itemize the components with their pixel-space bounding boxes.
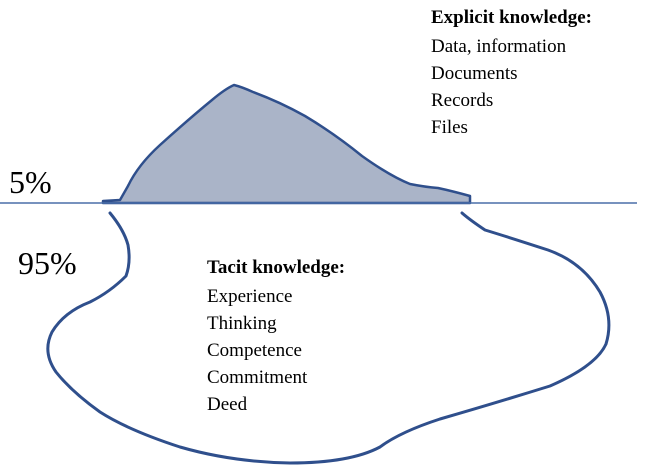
tacit-percent-label: 95% xyxy=(18,245,77,281)
list-item: Documents xyxy=(431,63,518,84)
list-item: Deed xyxy=(207,394,248,415)
explicit-percent-label: 5% xyxy=(9,164,52,200)
explicit-knowledge-heading: Explicit knowledge: xyxy=(431,7,592,28)
tacit-knowledge-heading: Tacit knowledge: xyxy=(207,257,346,278)
list-item: Data, information xyxy=(431,36,567,57)
list-item: Thinking xyxy=(207,313,277,334)
list-item: Files xyxy=(431,117,468,138)
list-item: Commitment xyxy=(207,367,308,388)
explicit-knowledge-list: Data, information Documents Records File… xyxy=(431,33,566,141)
list-item: Competence xyxy=(207,340,302,361)
iceberg-submerged xyxy=(46,211,611,465)
list-item: Records xyxy=(431,90,494,111)
list-item: Experience xyxy=(207,286,293,307)
tacit-knowledge-list: Experience Thinking Competence Commitmen… xyxy=(207,283,307,418)
iceberg-tip xyxy=(101,83,472,205)
